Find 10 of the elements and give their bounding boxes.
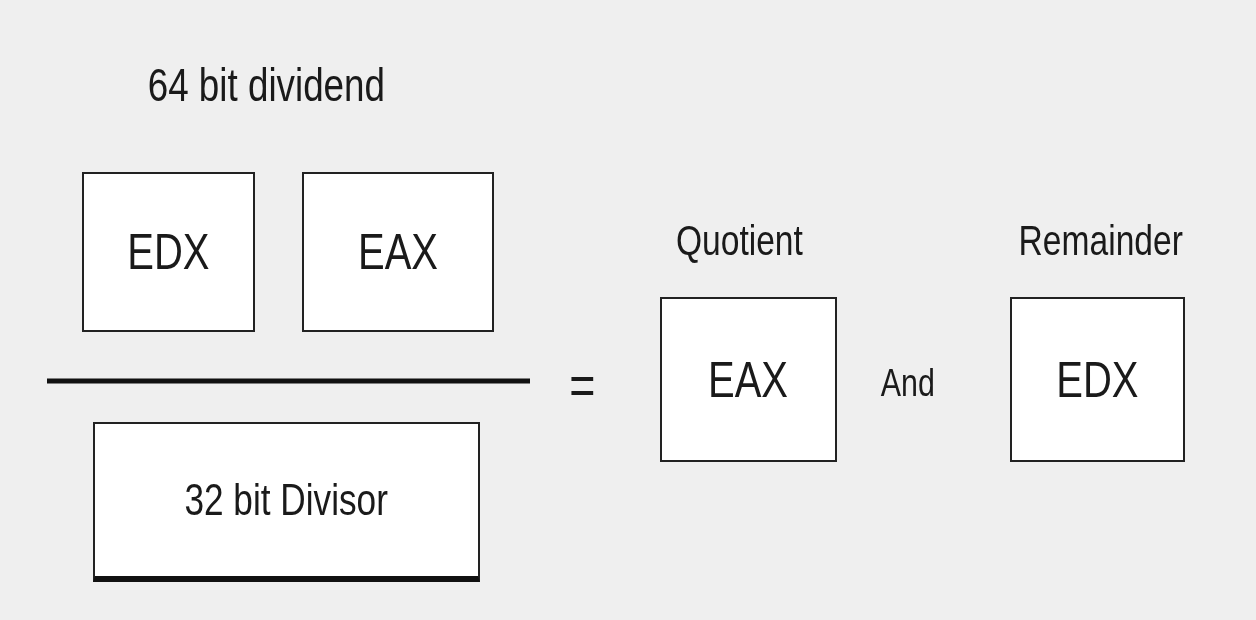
- register-box: EAX: [302, 172, 494, 332]
- register-box: EAX: [660, 297, 837, 462]
- register-box: EDX: [1010, 297, 1185, 462]
- equals-sign: =: [568, 352, 597, 417]
- conjunction-label: And: [879, 362, 936, 405]
- heading-label: 64 bit dividend: [146, 58, 386, 112]
- column-heading: Quotient: [674, 217, 804, 265]
- register-box: EDX: [82, 172, 255, 332]
- column-heading: Remainder: [1017, 217, 1184, 265]
- register-box: 32 bit Divisor: [93, 422, 480, 582]
